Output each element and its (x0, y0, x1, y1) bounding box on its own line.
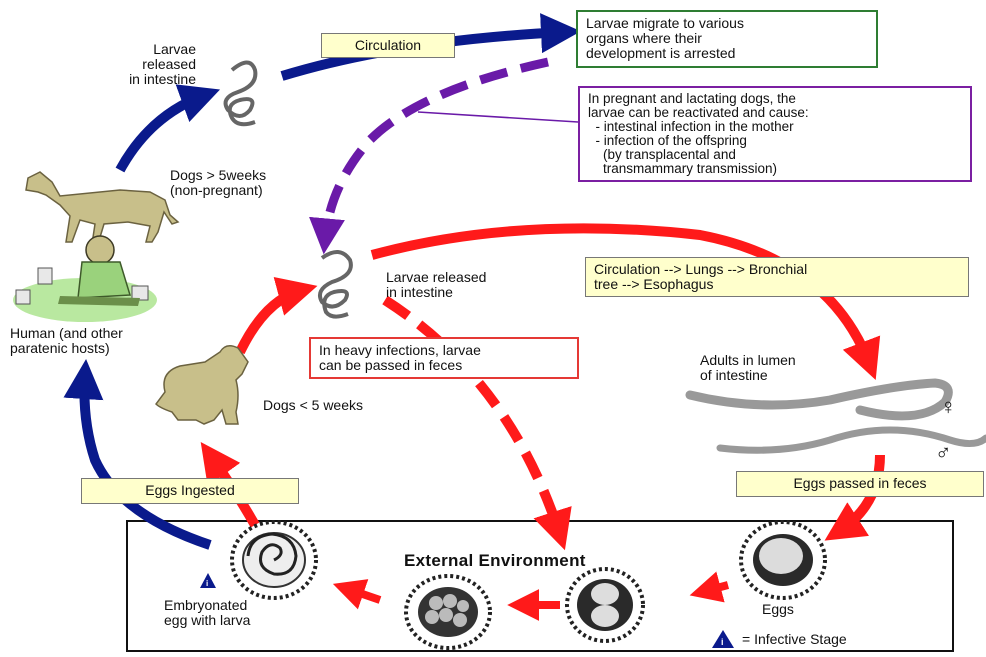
purple-connector-line (417, 111, 579, 123)
label-eggs: Eggs (762, 601, 794, 617)
adult-worms-icon (685, 378, 986, 454)
egg-unembryonated-icon (739, 520, 827, 600)
arrow-egg-to-2cell (689, 571, 730, 603)
larva-coiled-mid-icon (318, 250, 353, 319)
human-child-icon (13, 235, 157, 322)
label-dogs-under-5-weeks: Dogs < 5 weeks (263, 397, 363, 413)
arrow-reactivation (309, 57, 549, 255)
label-larvae-released-mid: Larvae released in intestine (386, 269, 487, 300)
arrow-eggs-to-human (63, 359, 212, 550)
arrow-larvae-to-adults (370, 223, 881, 380)
box-circulation: Circulation (321, 33, 455, 58)
label-dogs-over-5-weeks: Dogs > 5weeks (non-pregnant) (170, 167, 267, 198)
infective-stage-marker-icon: i (200, 573, 216, 588)
egg-two-cell-icon (565, 567, 645, 643)
label-embryonated-egg: Embryonated egg with larva (164, 597, 251, 628)
label-larvae-released-top: Larvae released in intestine (129, 41, 196, 87)
male-symbol: ♂ (935, 440, 952, 465)
legend-infective-stage-icon: i (712, 630, 734, 648)
arrow-puppy-to-larvae (235, 276, 318, 355)
box-eggs-ingested: Eggs Ingested (81, 478, 299, 504)
arrow-adults-to-eggs (824, 454, 885, 541)
legend-marker-text: i (721, 637, 724, 647)
box-larvae-migrate: Larvae migrate to various organs where t… (576, 10, 878, 68)
egg-morula-icon (404, 574, 492, 650)
arrow-dog-to-larvae-top (115, 84, 221, 173)
adult-dog-icon (25, 171, 180, 245)
puppy-icon (155, 345, 249, 425)
box-circulation-lungs: Circulation --> Lungs --> Bronchial tree… (585, 257, 969, 297)
arrow-larvae-to-environment (382, 295, 572, 551)
label-human-hosts: Human (and other paratenic hosts) (10, 325, 123, 356)
external-environment-title: External Environment (404, 551, 586, 570)
arrow-morula-to-embryonated (332, 579, 382, 610)
larva-coiled-top-icon (223, 60, 258, 127)
box-heavy-infections: In heavy infections, larvae can be passe… (309, 337, 579, 379)
label-adults-lumen: Adults in lumen of intestine (700, 352, 796, 383)
box-eggs-passed: Eggs passed in feces (736, 471, 984, 497)
box-pregnant-dogs: In pregnant and lactating dogs, the larv… (578, 86, 972, 182)
legend-infective-stage-label: = Infective Stage (742, 631, 847, 647)
infective-marker-text: i (206, 579, 208, 588)
egg-embryonated-icon (230, 520, 318, 600)
female-symbol: ♀ (940, 394, 957, 419)
